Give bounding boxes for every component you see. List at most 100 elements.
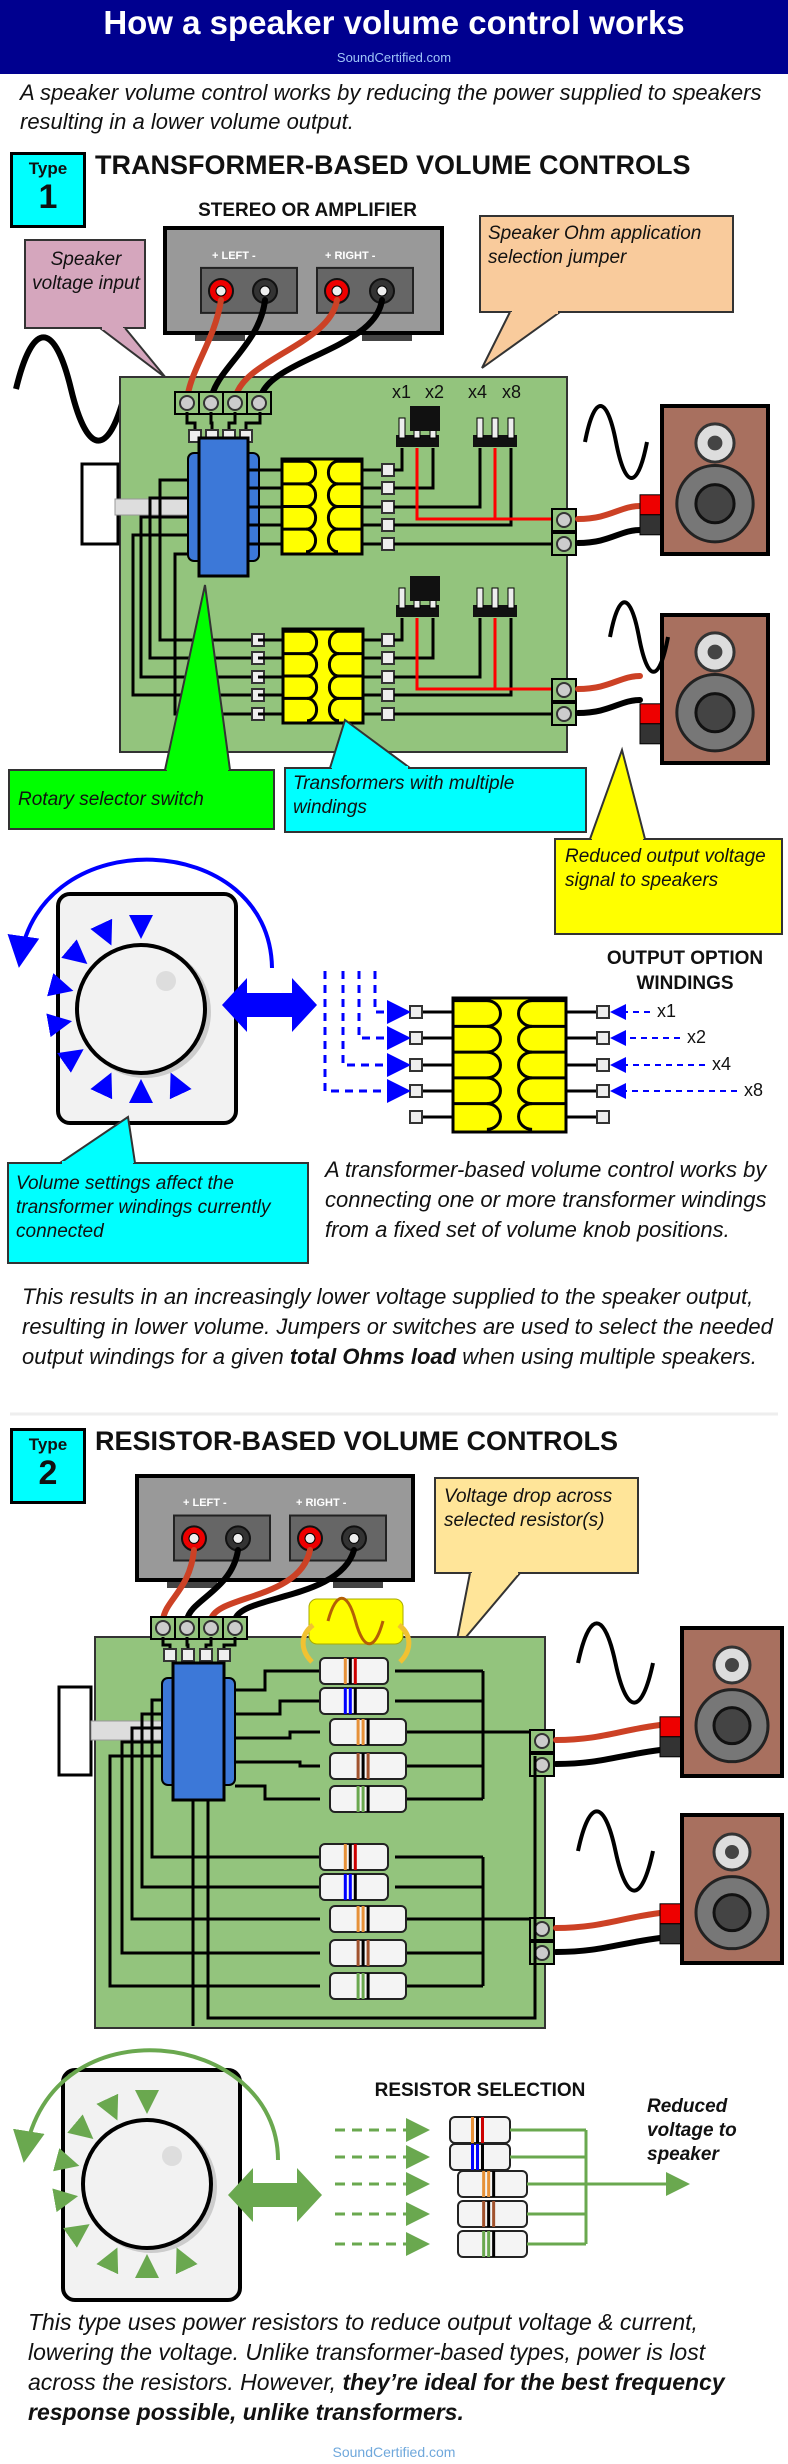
connection-pad <box>596 1031 610 1045</box>
resistor-band <box>361 1719 365 1745</box>
resistor-icon <box>329 1785 407 1813</box>
speaker-icon <box>639 404 770 556</box>
winding-label-x8: x8 <box>744 1080 764 1100</box>
screw-icon <box>227 395 243 411</box>
secondary-coil <box>517 999 566 1028</box>
callout-volume-box-tail <box>59 1115 136 1164</box>
resistor-band <box>476 2117 479 2143</box>
knob-indicator <box>162 2146 182 2166</box>
circuit-trace <box>394 618 404 642</box>
black-wire <box>575 527 643 546</box>
callout-jumper-box-tail <box>481 311 561 369</box>
resistor-band <box>361 1906 365 1932</box>
circuit-trace <box>209 412 214 433</box>
position-arrow-icon <box>90 918 113 946</box>
resistor-band <box>353 1658 357 1684</box>
speaker-icon <box>639 613 770 765</box>
terminal-hole <box>215 285 227 297</box>
speaker-icon <box>659 1813 784 1965</box>
amp-foot <box>362 333 412 341</box>
resistor-body <box>449 2116 511 2144</box>
amp-right-label: + RIGHT - <box>325 250 376 262</box>
resistor-band <box>361 1940 365 1966</box>
resistor-icon <box>457 2230 528 2258</box>
black-wire <box>184 1547 241 1623</box>
resistor-band <box>481 2144 484 2170</box>
resistor-icon <box>329 1972 407 2000</box>
callout-speaker-voltage-input: Speaker voltage input <box>32 249 140 294</box>
circuit-trace <box>235 1784 320 1801</box>
page-title: How a speaker volume control works <box>103 4 685 41</box>
callout-voltage-drop: Voltage drop across selected resistor(s) <box>444 1486 613 1531</box>
selected-trace <box>415 448 558 521</box>
screw-icon <box>556 536 572 552</box>
circuit-trace <box>394 618 513 697</box>
tweeter-cone <box>707 644 723 660</box>
primary-coil <box>453 1050 502 1080</box>
circuit-trace <box>394 618 435 660</box>
connection-pad <box>409 1005 423 1019</box>
secondary-coil <box>517 1076 566 1106</box>
position-arrow-icon <box>96 2247 119 2275</box>
secondary-coil <box>327 696 363 723</box>
transformer-icon <box>280 457 364 556</box>
connection-pad <box>596 1110 610 1124</box>
amplifier-icon <box>135 1474 415 1588</box>
screw-terminal-block <box>529 1729 555 1777</box>
resistor-band <box>492 2201 496 2227</box>
resistor-band <box>471 2117 474 2143</box>
rotary-switch-front <box>171 1661 226 1802</box>
woofer-cone <box>712 1893 752 1933</box>
callout-drop-box <box>434 1477 639 1574</box>
sine-wave-icon <box>576 1809 655 1893</box>
black-wire <box>232 1547 357 1623</box>
secondary-coil <box>517 1050 566 1080</box>
connection-pad <box>381 707 395 721</box>
red-wire <box>184 297 224 403</box>
callout-jumper-box <box>479 215 734 313</box>
resistor-band <box>366 1906 370 1932</box>
connection-pad <box>381 651 395 665</box>
rotation-arrow-icon <box>13 2048 280 2163</box>
header-pin <box>491 587 499 609</box>
circuit-trace <box>394 448 482 509</box>
primary-coil <box>283 652 319 678</box>
connection-pad <box>199 1648 213 1662</box>
resistor-icon <box>329 1905 407 1933</box>
resistor-icon <box>319 1687 389 1715</box>
screw-icon <box>534 1733 550 1749</box>
amp-left-label: + LEFT - <box>212 250 256 262</box>
jumper-label-x4: x4 <box>468 382 488 402</box>
position-arrow-icon <box>169 1072 192 1100</box>
resistor-band <box>487 2171 491 2197</box>
circuit-trace <box>130 1726 320 1921</box>
resistor-icon <box>329 1939 407 1967</box>
resistor-explanation: This type uses power resistors to reduce… <box>28 2309 725 2425</box>
yellow-arrow-icon <box>397 1623 412 1664</box>
circuit-trace <box>108 1754 320 1988</box>
resistor-band <box>353 1844 357 1870</box>
site-credit: SoundCertified.com <box>336 50 452 65</box>
knob <box>75 943 207 1075</box>
connection-pad <box>181 1648 195 1662</box>
primary-coil <box>283 696 319 723</box>
primary-coil <box>283 629 319 656</box>
resistor-band <box>343 1688 347 1714</box>
resistor-band <box>482 2231 486 2257</box>
secondary-coil <box>517 1102 566 1131</box>
tweeter-cone <box>725 1845 739 1859</box>
reduced-voltage-label: Reduced voltage to speaker <box>647 2096 737 2165</box>
windings-title-line2: WINDINGS <box>636 973 734 994</box>
connection-pad <box>381 688 395 702</box>
resistor-band <box>482 2201 486 2227</box>
speaker-icon <box>659 1626 784 1778</box>
terminal-hole <box>348 1532 360 1544</box>
connection-pad <box>596 1058 610 1072</box>
resistor-icon <box>319 1657 389 1685</box>
resistor-band <box>481 2117 484 2143</box>
resistor-band <box>361 1973 365 1999</box>
red-wire <box>553 1910 663 1931</box>
jumper-label-x2: x2 <box>425 382 445 402</box>
winding-label-x2: x2 <box>687 1027 707 1047</box>
